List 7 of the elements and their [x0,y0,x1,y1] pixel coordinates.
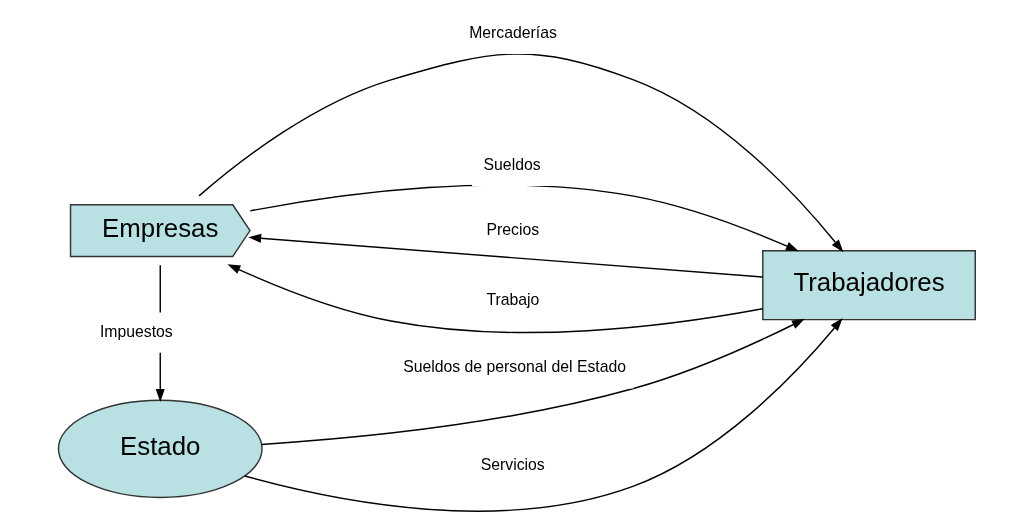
edge-label: Sueldos [483,156,541,174]
edge-label: Trabajo [486,290,540,308]
edge-label: Servicios [480,456,545,474]
edge-label: Sueldos de personal del Estado [403,358,627,376]
edge-label: Impuestos [99,322,173,340]
edge-label: Mercaderías [469,23,557,41]
edge-label: Precios [486,220,540,238]
